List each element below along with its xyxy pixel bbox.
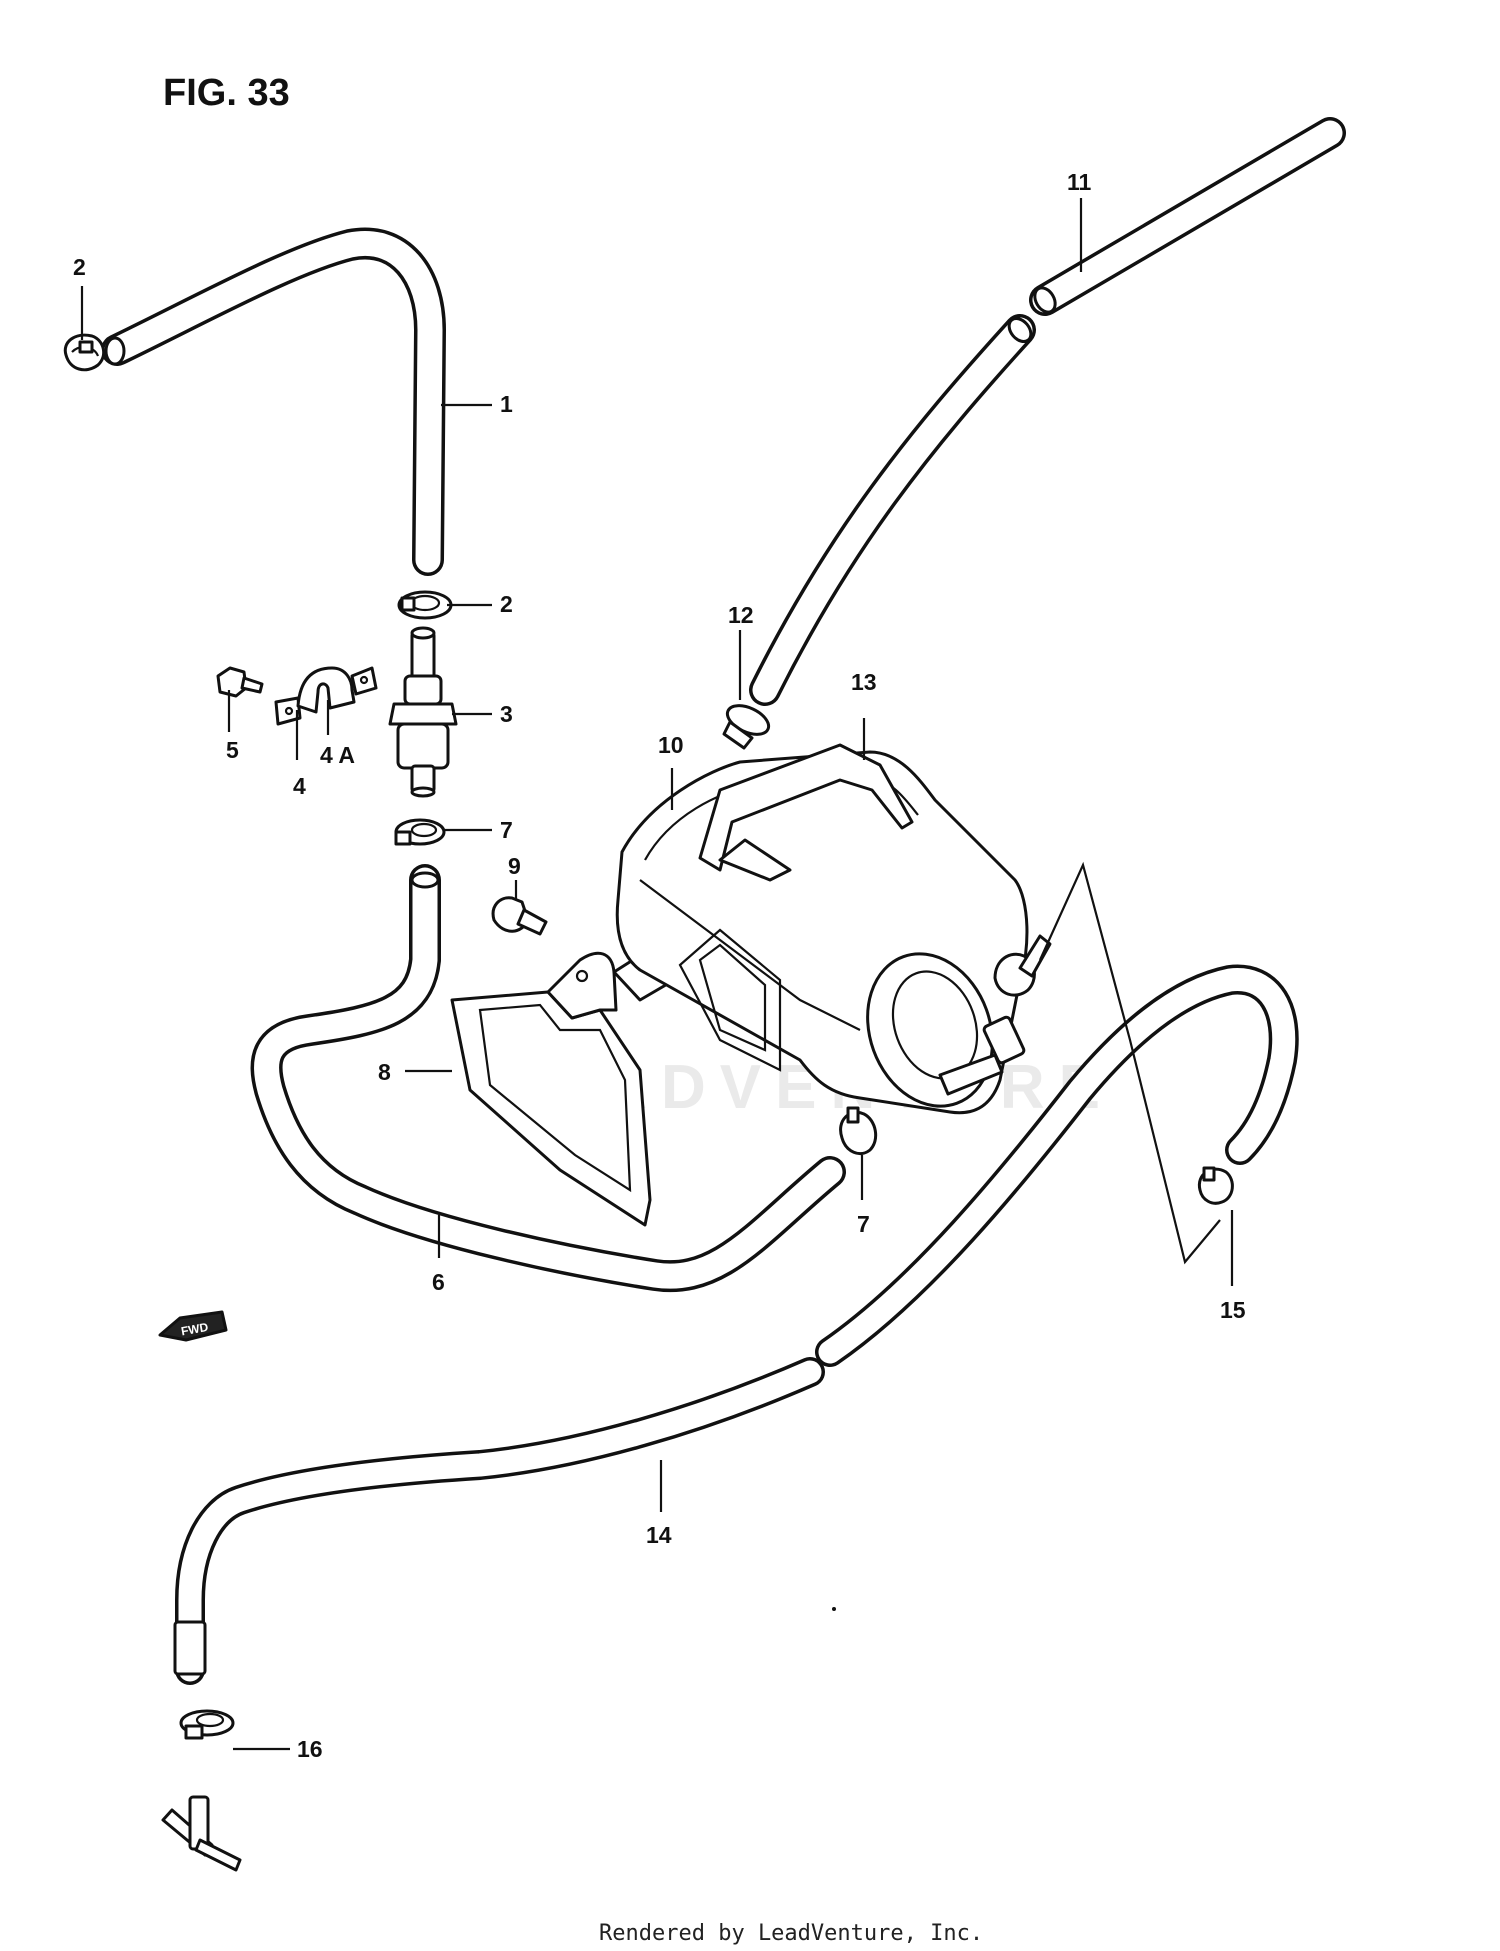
callout-6: 6 — [432, 1269, 445, 1295]
hose-6 — [250, 864, 846, 1293]
bolt-9 — [491, 896, 548, 936]
clamp-15 — [1197, 1166, 1234, 1205]
clamp-2-mid — [397, 590, 453, 620]
callout-labels: 1 2 2 3 4 4 A 5 6 7 7 8 9 10 11 12 13 14… — [73, 169, 1246, 1762]
callout-4: 4 — [293, 773, 306, 799]
callout-7-lower: 7 — [857, 1211, 870, 1237]
bracket-4 — [274, 666, 378, 726]
callout-11: 11 — [1067, 169, 1092, 195]
check-valve-3 — [388, 626, 458, 798]
fwd-badge-text: FWD — [180, 1320, 210, 1339]
hose-14 — [173, 964, 1299, 1685]
callout-16: 16 — [297, 1736, 323, 1762]
canister-10 — [615, 743, 1052, 1115]
stray-dot — [832, 1607, 836, 1611]
callout-1: 1 — [500, 391, 513, 417]
callout-9: 9 — [508, 853, 521, 879]
callout-3: 3 — [500, 701, 513, 727]
callout-10: 10 — [658, 732, 684, 758]
callout-8: 8 — [378, 1059, 391, 1085]
bolt-5 — [216, 666, 264, 698]
callout-12: 12 — [728, 602, 754, 628]
leader-lines — [80, 198, 1234, 1751]
callout-14: 14 — [646, 1522, 672, 1548]
clamp-16 — [179, 1709, 235, 1740]
clamp-12 — [722, 704, 771, 750]
callout-5: 5 — [226, 737, 239, 763]
callout-2-top: 2 — [73, 254, 86, 280]
footer-credit: Rendered by LeadVenture, Inc. — [599, 1921, 983, 1946]
fwd-badge: FWD — [158, 1310, 228, 1342]
callout-4a: 4 A — [320, 742, 355, 768]
hose-1 — [101, 227, 446, 576]
callout-7-upper: 7 — [500, 817, 513, 843]
tee-joint — [161, 1795, 242, 1872]
hose-11 — [749, 117, 1346, 706]
clamp-7-upper — [394, 818, 446, 846]
callout-2-mid: 2 — [500, 591, 513, 617]
callout-15: 15 — [1220, 1297, 1246, 1323]
clamp-2-top — [63, 333, 106, 372]
figure-title: FIG. 33 — [163, 72, 290, 114]
callout-13: 13 — [851, 669, 877, 695]
clamp-7-lower — [839, 1106, 878, 1155]
